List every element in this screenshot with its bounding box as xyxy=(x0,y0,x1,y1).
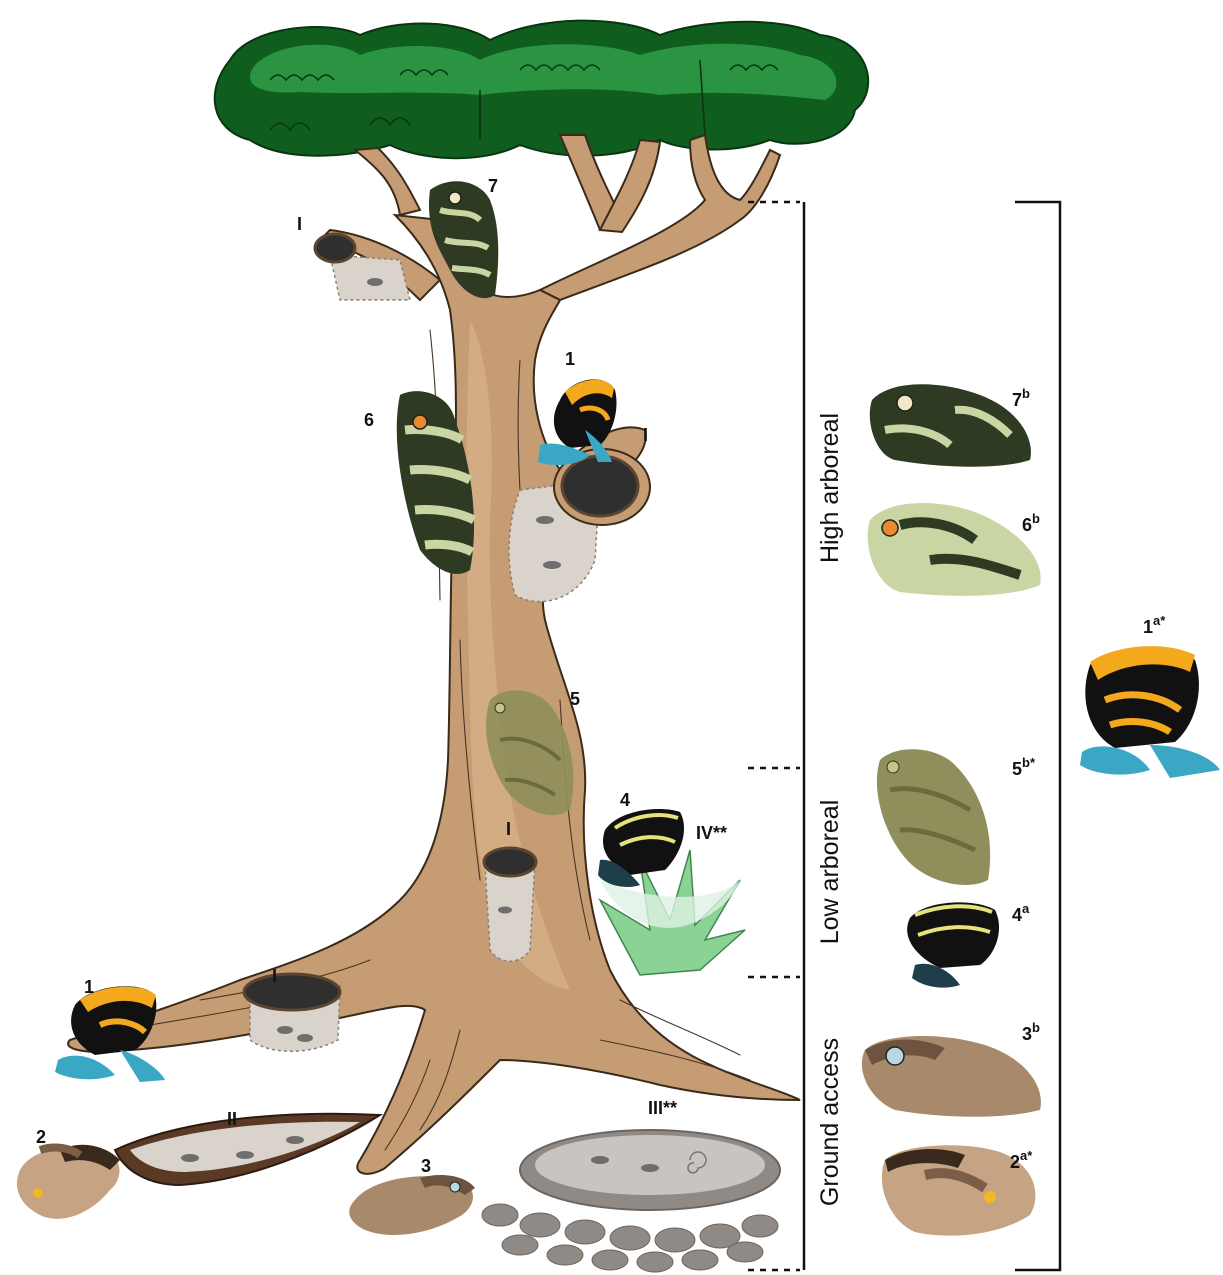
frog-label-4: 4 xyxy=(620,790,630,810)
frog-label-7: 7 xyxy=(488,176,498,196)
tree-hole-low xyxy=(484,848,536,961)
side-label-5: 5b* xyxy=(1012,755,1036,779)
tadpole-icon xyxy=(641,1164,659,1172)
side-label-6: 6b xyxy=(1022,511,1040,535)
frog-label-1-ground: 1 xyxy=(84,977,94,997)
leaf-pool-label: II xyxy=(227,1109,237,1129)
frog-1-dendrobates-tree xyxy=(538,379,617,465)
ground-pool xyxy=(482,1130,780,1272)
bromeliad-label: IV** xyxy=(696,823,727,843)
tree-canopy xyxy=(215,21,868,159)
tadpole-icon xyxy=(498,907,512,914)
side-label-3: 3b xyxy=(1022,1020,1040,1044)
frog-4-dendrobates xyxy=(598,809,684,887)
leaf-pool xyxy=(115,1114,380,1185)
frog-label-6: 6 xyxy=(364,410,374,430)
stratum-label-low-arboreal: Low arboreal xyxy=(816,800,844,945)
side-frog-1 xyxy=(1080,646,1220,778)
frog-label-2: 2 xyxy=(36,1127,46,1147)
tadpole-icon xyxy=(236,1151,254,1159)
side-label-1: 1a* xyxy=(1143,613,1166,637)
stratum-label-high-arboreal: High arboreal xyxy=(816,413,844,563)
hole-label-mid: I xyxy=(643,425,648,445)
hole-label-top: I xyxy=(297,214,302,234)
hole-label-low: I xyxy=(506,819,511,839)
stratum-label-ground-access: Ground access xyxy=(816,1038,844,1206)
tree-trunk xyxy=(68,135,800,1174)
frog-label-3: 3 xyxy=(421,1156,431,1176)
tadpole-icon xyxy=(543,561,561,569)
side-frog-3 xyxy=(862,1036,1041,1117)
strata-dividers xyxy=(748,202,804,1270)
hole-label-root: I xyxy=(272,966,277,986)
tadpole-icon xyxy=(181,1154,199,1162)
frog-3-ground xyxy=(349,1175,475,1235)
tadpole-icon xyxy=(277,1026,293,1034)
frog-label-1-tree: 1 xyxy=(565,349,575,369)
side-frog-7 xyxy=(870,384,1031,466)
side-label-4: 4a xyxy=(1012,901,1030,925)
pebbles-icon xyxy=(482,1204,778,1272)
tadpole-icon xyxy=(591,1156,609,1164)
side-frog-6 xyxy=(868,503,1041,596)
frog-1-dendrobates-ground xyxy=(55,986,165,1082)
tadpole-icon xyxy=(536,516,554,524)
ground-pool-label: III** xyxy=(648,1098,677,1118)
tadpole-icon xyxy=(286,1136,304,1144)
frog-2-ground xyxy=(17,1145,120,1219)
side-labels: 7b 6b 5b* 4a 3b 2a* 1a* xyxy=(1010,386,1166,1172)
tadpole-icon xyxy=(297,1034,313,1042)
side-frog-5 xyxy=(877,749,990,885)
tadpole-icon xyxy=(367,278,383,286)
side-label-7: 7b xyxy=(1012,386,1030,410)
tree-hole-root xyxy=(244,974,340,1051)
side-frog-4 xyxy=(907,902,999,987)
frog-label-5: 5 xyxy=(570,689,580,709)
